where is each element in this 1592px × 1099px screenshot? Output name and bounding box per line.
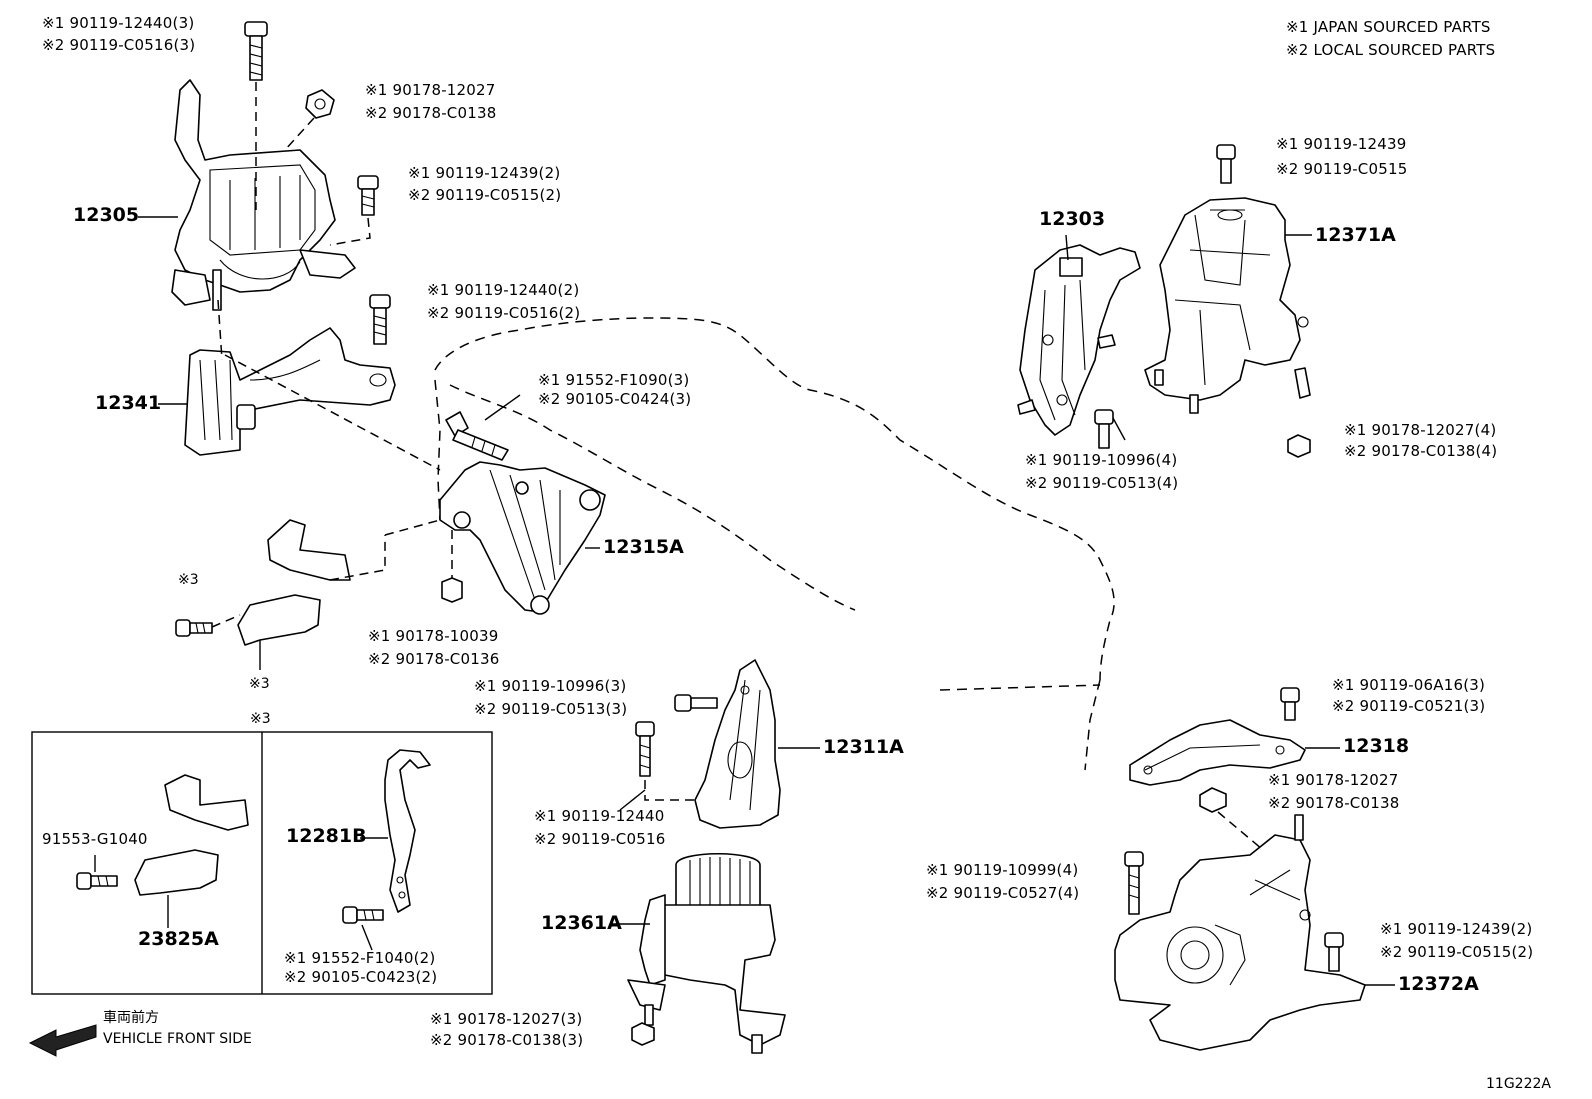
- bolt-3a: [175, 619, 213, 637]
- note3-bolt: ※3: [178, 572, 199, 588]
- ref-90178-C0136: ※2 90178-C0136: [368, 650, 500, 668]
- bolt-12341: [369, 294, 391, 345]
- part-label-12281B: 12281B: [286, 825, 367, 847]
- note3-bracket: ※3: [249, 676, 270, 692]
- ref-90105-C0424-3: ※2 90105-C0424(3): [538, 390, 692, 408]
- nut-12315A: [441, 577, 463, 603]
- front-label-jp: 車両前方: [103, 1010, 159, 1026]
- part-label-12372A: 12372A: [1398, 973, 1479, 995]
- part-label-12371A: 12371A: [1315, 224, 1396, 246]
- ref-90119-C0513-4: ※2 90119-C0513(4): [1025, 474, 1179, 492]
- legend-local-sourced: ※2 LOCAL SOURCED PARTS: [1286, 41, 1496, 59]
- ref-90119-C0516-2: ※2 90119-C0516(2): [427, 304, 581, 322]
- ref-90119-12440: ※1 90119-12440: [534, 807, 665, 825]
- part-label-23825A: 23825A: [138, 928, 219, 950]
- part-label-12361A: 12361A: [541, 912, 622, 934]
- part-label-12303: 12303: [1039, 208, 1106, 230]
- bracket-3a-drawing: [237, 519, 351, 646]
- ref-90178-12027-3: ※1 90178-12027(3): [430, 1010, 583, 1028]
- engine-outline-bottom: [939, 684, 1101, 691]
- ref-91552-F1090-3: ※1 91552-F1090(3): [538, 371, 690, 389]
- box-note3: [31, 731, 493, 995]
- front-label-en: VEHICLE FRONT SIDE: [103, 1031, 252, 1047]
- part-12361A-drawing: [627, 853, 786, 1054]
- part-23825A-drawing: [134, 774, 249, 896]
- ref-90119-12440-3: ※1 90119-12440(3): [42, 14, 195, 32]
- ref-90119-10996-4: ※1 90119-10996(4): [1025, 451, 1178, 469]
- ref-90119-C0515-b: ※2 90119-C0515: [1276, 160, 1408, 178]
- ref-90119-12439-2a: ※1 90119-12439(2): [408, 164, 561, 182]
- part-label-12341: 12341: [95, 392, 162, 414]
- ref-90178-12027-a: ※1 90178-12027: [365, 81, 496, 99]
- ref-90178-10039: ※1 90178-10039: [368, 627, 499, 645]
- part-label-12311A: 12311A: [823, 736, 904, 758]
- ref-91553-G1040: 91553-G1040: [42, 830, 148, 848]
- ref-90178-C0138-c: ※2 90178-C0138: [1268, 794, 1400, 812]
- bolt-23825A: [76, 872, 118, 890]
- part-12318-drawing: [1129, 719, 1306, 786]
- ref-90178-C0138-3: ※2 90178-C0138(3): [430, 1031, 584, 1049]
- ref-90119-12439-2b: ※1 90119-12439(2): [1380, 920, 1533, 938]
- part-label-12318: 12318: [1343, 735, 1410, 757]
- ref-90119-C0515-2b: ※2 90119-C0515(2): [1380, 943, 1534, 961]
- bolt-12315A: [445, 411, 509, 461]
- ref-90119-C0527-4: ※2 90119-C0527(4): [926, 884, 1080, 902]
- ref-91552-F1040-2: ※1 91552-F1040(2): [284, 949, 436, 967]
- bolt-12372A-small: [1324, 932, 1344, 972]
- bolt-12371A: [1216, 144, 1236, 184]
- part-label-12305: 12305: [73, 204, 140, 226]
- ref-90105-C0423-2: ※2 90105-C0423(2): [284, 968, 438, 986]
- part-12281B-drawing: [384, 749, 431, 913]
- ref-90119-12439-b: ※1 90119-12439: [1276, 135, 1407, 153]
- bolt-12305-right: [357, 175, 379, 216]
- ref-90178-C0138-4: ※2 90178-C0138(4): [1344, 442, 1498, 460]
- bolt-12303: [1094, 409, 1114, 449]
- part-12311A-drawing: [694, 659, 781, 829]
- bolt-12318: [1280, 687, 1300, 721]
- bolt-12281B: [342, 906, 384, 924]
- part-12305-drawing: [171, 79, 356, 311]
- ref-90119-C0515-2a: ※2 90119-C0515(2): [408, 186, 562, 204]
- bolt-12372A: [1124, 851, 1144, 915]
- ref-90178-C0138-a: ※2 90178-C0138: [365, 104, 497, 122]
- ref-90119-C0513-3: ※2 90119-C0513(3): [474, 700, 628, 718]
- ref-90178-12027-4: ※1 90178-12027(4): [1344, 421, 1497, 439]
- ref-90119-06A16-3: ※1 90119-06A16(3): [1332, 676, 1486, 694]
- ref-90119-C0521-3: ※2 90119-C0521(3): [1332, 697, 1486, 715]
- bolt-12311A-bottom: [635, 721, 655, 777]
- ref-90119-10999-4: ※1 90119-10999(4): [926, 861, 1079, 879]
- ref-90119-C0516-3: ※2 90119-C0516(3): [42, 36, 196, 54]
- diagram-code: 11G222A: [1486, 1076, 1551, 1092]
- engine-outline-lower: [434, 379, 441, 521]
- nut-12305: [305, 89, 335, 119]
- engine-outline-right: [1084, 679, 1101, 771]
- part-12371A-drawing: [1144, 197, 1311, 414]
- ref-90119-10996-3: ※1 90119-10996(3): [474, 677, 627, 695]
- nut-12318: [1199, 787, 1227, 813]
- part-12315A-drawing: [439, 461, 606, 615]
- part-12303-drawing: [1017, 244, 1141, 436]
- part-12341-drawing: [184, 327, 396, 456]
- ref-90119-12440-2: ※1 90119-12440(2): [427, 281, 580, 299]
- ref-90178-12027-c: ※1 90178-12027: [1268, 771, 1399, 789]
- ref-90119-C0516: ※2 90119-C0516: [534, 830, 666, 848]
- front-arrow-icon: [28, 1024, 97, 1057]
- part-label-12315A: 12315A: [603, 536, 684, 558]
- nut-12361A: [631, 1022, 655, 1046]
- bolt-12311A-side: [674, 694, 718, 712]
- nut-12371A: [1287, 434, 1311, 458]
- part-12372A-drawing: [1114, 814, 1366, 1051]
- bolt-12305-top: [244, 21, 268, 81]
- note3-box: ※3: [250, 711, 271, 727]
- legend-japan-sourced: ※1 JAPAN SOURCED PARTS: [1286, 18, 1491, 36]
